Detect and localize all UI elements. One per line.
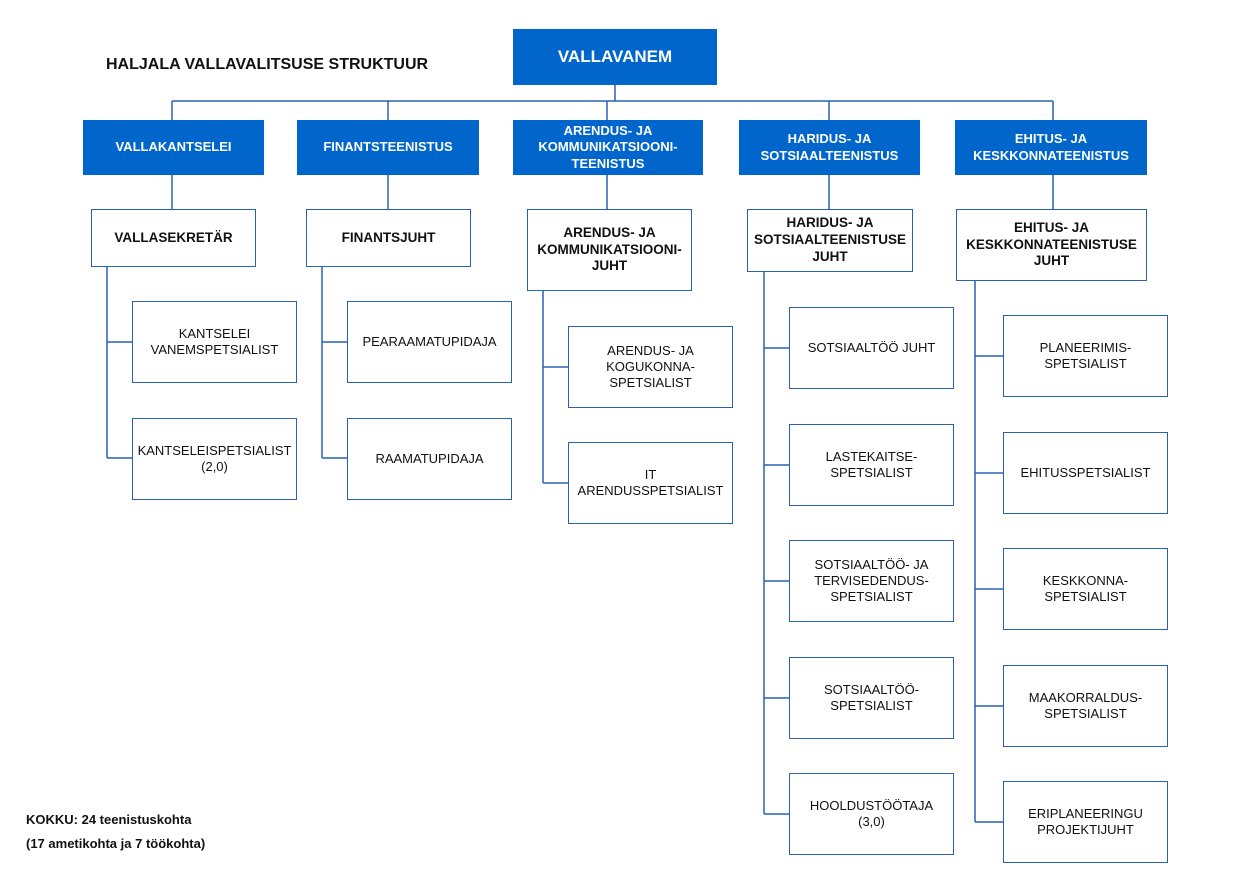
staff-eriplaneeringu: ERIPLANEERINGU PROJEKTIJUHT [1003,781,1168,863]
staff-label: PEARAAMATUPIDAJA [362,333,497,349]
staff-label: IT ARENDUSSPETSIALIST [577,466,724,498]
head-label: HARIDUS- JA SOTSIAALTEENISTUSE JUHT [754,215,907,264]
dept-label: HARIDUS- JA SOTSIAALTEENISTUS [760,131,899,163]
staff-lastekaitse: LASTEKAITSE- SPETSIALIST [789,424,954,506]
staff-kantselei-vanemspetsialist: KANTSELEI VANEMSPETSIALIST [132,301,297,383]
staff-keskkonna: KESKKONNA- SPETSIALIST [1003,548,1168,630]
staff-label: ERIPLANEERINGU PROJEKTIJUHT [1028,805,1143,837]
dept-label: EHITUS- JA KESKKONNATEENISTUS [973,131,1129,163]
staff-sotsiaaltoo-spetsialist: SOTSIAALTÖÖ- SPETSIALIST [789,657,954,739]
dept-label: ARENDUS- JA KOMMUNIKATSIOONI- TEENISTUS [538,123,678,171]
staff-hooldustootaja: HOOLDUSTÖÖTAJA (3,0) [789,773,954,855]
staff-label: RAAMATUPIDAJA [375,450,484,466]
dept-ehitus-keskkonna: EHITUS- JA KESKKONNATEENISTUS [955,120,1147,175]
dept-label: FINANTSTEENISTUS [323,139,453,155]
head-arendus-juht: ARENDUS- JA KOMMUNIKATSIOONI- JUHT [527,209,692,291]
staff-label: SOTSIAALTÖÖ JUHT [807,339,936,355]
staff-ehitusspetsialist: EHITUSSPETSIALIST [1003,432,1168,514]
dept-haridus-sotsiaal: HARIDUS- JA SOTSIAALTEENISTUS [739,120,920,175]
staff-raamatupidaja: RAAMATUPIDAJA [347,418,512,500]
staff-label: PLANEERIMIS- SPETSIALIST [1039,339,1132,371]
staff-label: MAAKORRALDUS- SPETSIALIST [1028,689,1143,721]
staff-label: KANTSELEISPETSIALIST (2,0) [137,442,292,474]
staff-maakorraldus: MAAKORRALDUS- SPETSIALIST [1003,665,1168,747]
staff-kantseleispetsialist: KANTSELEISPETSIALIST (2,0) [132,418,297,500]
dept-vallakantselei: VALLAKANTSELEI [83,120,264,175]
head-label: ARENDUS- JA KOMMUNIKATSIOONI- JUHT [537,224,682,274]
staff-label: LASTEKAITSE- SPETSIALIST [825,448,918,480]
footer-total: KOKKU: 24 teenistuskohta [26,812,192,827]
head-ehitus-juht: EHITUS- JA KESKKONNATEENISTUSE JUHT [956,209,1147,281]
dept-finantsteenistus: FINANTSTEENISTUS [297,120,479,175]
staff-label: HOOLDUSTÖÖTAJA (3,0) [809,797,934,829]
staff-tervisedendus: SOTSIAALTÖÖ- JA TERVISEDENDUS- SPETSIALI… [789,540,954,622]
head-vallasekretar: VALLASEKRETÄR [91,209,256,267]
node-label: VALLAVANEM [557,47,673,67]
dept-label: VALLAKANTSELEI [115,139,232,155]
footer-summary: KOKKU: 24 teenistuskohta (17 ametikohta … [26,808,205,856]
staff-sotsiaaltoo-juht: SOTSIAALTÖÖ JUHT [789,307,954,389]
staff-planeerimis: PLANEERIMIS- SPETSIALIST [1003,315,1168,397]
staff-it-arendusspetsialist: IT ARENDUSSPETSIALIST [568,442,733,524]
staff-arendus-kogukonna: ARENDUS- JA KOGUKONNA- SPETSIALIST [568,326,733,408]
staff-pearaamatupidaja: PEARAAMATUPIDAJA [347,301,512,383]
staff-label: KANTSELEI VANEMSPETSIALIST [150,325,279,357]
head-label: EHITUS- JA KESKKONNATEENISTUSE JUHT [966,219,1137,269]
staff-label: SOTSIAALTÖÖ- JA TERVISEDENDUS- SPETSIALI… [814,556,929,605]
staff-label: SOTSIAALTÖÖ- SPETSIALIST [823,681,920,713]
dept-arendus-kommunikatsiooni: ARENDUS- JA KOMMUNIKATSIOONI- TEENISTUS [513,120,703,175]
staff-label: EHITUSSPETSIALIST [1020,464,1151,480]
staff-label: KESKKONNA- SPETSIALIST [1042,572,1129,604]
footer-breakdown: (17 ametikohta ja 7 töökohta) [26,836,206,851]
head-label: VALLASEKRETÄR [114,229,233,245]
chart-title: HALJALA VALLAVALITSUSE STRUKTUUR [106,56,429,73]
head-label: FINANTSJUHT [341,229,436,245]
head-finantsjuht: FINANTSJUHT [306,209,471,267]
head-haridus-juht: HARIDUS- JA SOTSIAALTEENISTUSE JUHT [747,209,913,272]
staff-label: ARENDUS- JA KOGUKONNA- SPETSIALIST [606,342,695,391]
node-vallavanem: VALLAVANEM [513,29,717,85]
